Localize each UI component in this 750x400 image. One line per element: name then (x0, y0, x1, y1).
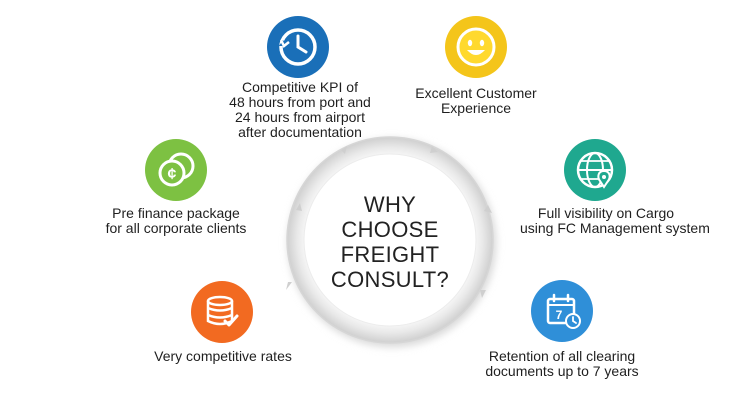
cargo-visibility-label: Full visibility on Cargo using FC Manage… (520, 205, 710, 236)
center-title-line: WHY (363, 192, 417, 217)
center-title: WHY CHOOSE FREIGHT CONSULT? (300, 192, 480, 292)
center-title-line: CHOOSE (341, 217, 439, 242)
label-line: after documentation (238, 124, 362, 140)
svg-text:¢: ¢ (168, 166, 177, 183)
label-line: Excellent Customer (415, 85, 537, 101)
label-line: for all corporate clients (105, 220, 247, 236)
center-title-line: CONSULT? (330, 267, 450, 292)
label-line: Full visibility on Cargo (537, 205, 675, 221)
document-retention-label: Retention of all clearing documents up t… (478, 349, 646, 379)
database-check-icon (191, 281, 253, 343)
globe-location-icon (564, 139, 626, 201)
label-line: Competitive KPI of (242, 79, 358, 95)
label-line: 24 hours from airport (235, 109, 365, 125)
label-line: using FC Management system (520, 220, 710, 236)
pre-finance-label: Pre finance package for all corporate cl… (96, 206, 256, 236)
calendar-clock-icon: 7 (531, 280, 593, 342)
label-line: 48 hours from port and (229, 94, 371, 110)
kpi-label: Competitive KPI of 48 hours from port an… (214, 80, 386, 140)
smiley-icon (445, 16, 507, 78)
calendar-number: 7 (556, 308, 563, 322)
rates-label: Very competitive rates (148, 349, 298, 364)
clock-icon (267, 16, 329, 78)
label-line: documents up to 7 years (485, 363, 639, 379)
coins-icon: ¢ (145, 139, 207, 201)
label-line: Pre finance package (112, 205, 240, 221)
label-line: Very competitive rates (154, 348, 292, 364)
label-line: Experience (440, 100, 512, 116)
center-title-line: FREIGHT (340, 242, 440, 267)
customer-experience-label: Excellent Customer Experience (398, 86, 554, 116)
label-line: Retention of all clearing (488, 348, 636, 364)
